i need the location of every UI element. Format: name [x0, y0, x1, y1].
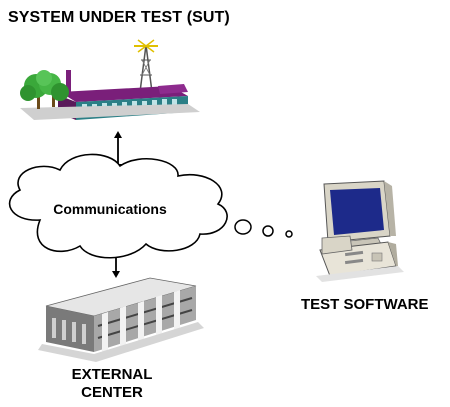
communications-label: Communications [53, 201, 167, 217]
tree-icon [20, 70, 69, 109]
external-center-line-2: CENTER [81, 384, 143, 401]
external-center-label: EXTERNAL CENTER [62, 366, 162, 402]
factory-building-icon [20, 39, 200, 120]
antenna-tower-icon [134, 39, 158, 93]
thought-bubbles [234, 219, 293, 238]
test-software-label: TEST SOFTWARE [301, 296, 429, 313]
office-building-icon [38, 277, 204, 362]
diagram-title: SYSTEM UNDER TEST (SUT) [8, 9, 230, 26]
computer-icon [316, 180, 404, 282]
external-center-line-1: EXTERNAL [71, 366, 153, 383]
communications-cloud: Communications [8, 153, 228, 259]
